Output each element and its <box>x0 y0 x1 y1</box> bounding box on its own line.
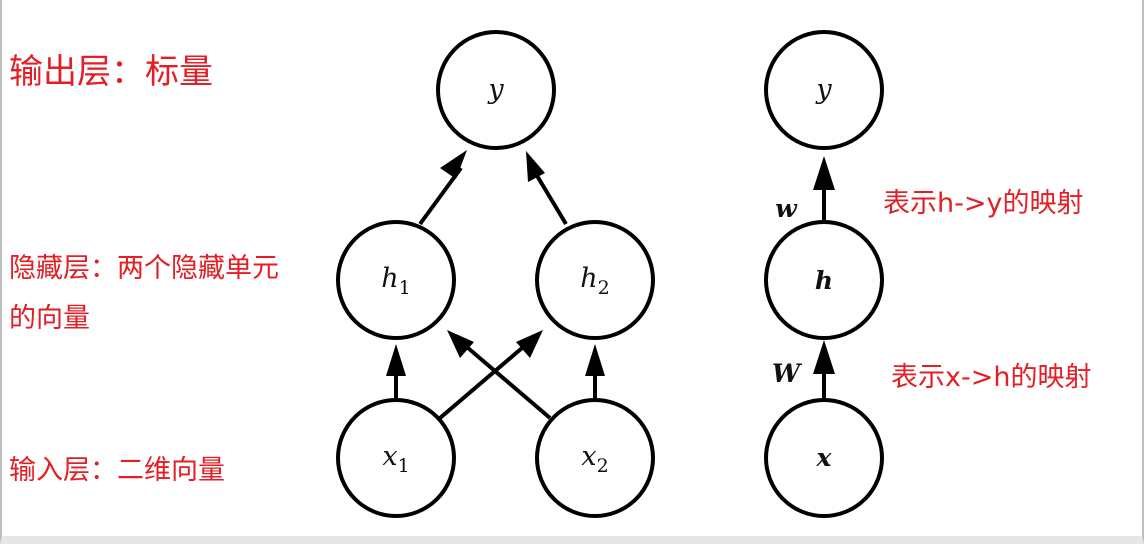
label-x-right: x <box>816 443 833 472</box>
edge-label-W: W <box>772 359 803 388</box>
label-x2: x2 <box>581 441 608 477</box>
arrowhead-x2-to-h1 <box>447 330 474 358</box>
arrowhead-x1-to-h2 <box>516 330 543 358</box>
node-x-right <box>764 398 884 518</box>
arrowhead-x2-to-h2 <box>585 344 605 376</box>
x-to-h-annotation: 表示x->h的映射 <box>891 362 1092 393</box>
arrowhead-h2-to-y <box>526 151 545 182</box>
output-layer-annotation: 输出层：标量 <box>9 52 213 92</box>
label-x1-base: x <box>382 441 397 472</box>
label-x2-base: x <box>581 441 596 472</box>
edge-x1-to-h2 <box>438 346 524 420</box>
hidden-layer-annotation-line1: 隐藏层：两个隐藏单元 <box>9 253 279 284</box>
arrowhead-h-to-y-right <box>813 156 835 190</box>
node-h1 <box>336 220 456 340</box>
arrowhead-x1-to-h1 <box>386 344 406 376</box>
label-h1: h1 <box>381 263 410 299</box>
input-layer-annotation: 输入层：二维向量 <box>9 455 225 486</box>
edge-h2-to-y <box>531 167 568 226</box>
hidden-layer-annotation-line2: 的向量 <box>9 303 90 334</box>
node-x1 <box>336 398 456 518</box>
arrowhead-h1-to-y <box>440 150 467 179</box>
edge-label-w: w <box>775 194 798 223</box>
label-h2: h2 <box>580 263 609 299</box>
label-h-right: h <box>815 266 833 295</box>
edge-x2-to-h1 <box>466 346 552 420</box>
node-h-right <box>764 220 884 340</box>
h-to-y-annotation: 表示h->y的映射 <box>883 188 1084 219</box>
arrowhead-x-to-h-right <box>813 340 835 374</box>
node-x2 <box>535 398 655 518</box>
label-h2-base: h <box>580 263 597 294</box>
label-h1-base: h <box>381 263 398 294</box>
node-y-right <box>764 30 884 150</box>
label-x1: x1 <box>382 441 409 477</box>
node-y-left <box>436 30 556 150</box>
label-y-right: y <box>815 74 832 105</box>
label-h2-sub: 2 <box>598 277 610 299</box>
label-x2-sub: 2 <box>597 455 609 477</box>
label-h1-sub: 1 <box>399 277 411 299</box>
label-x1-sub: 1 <box>398 455 410 477</box>
node-h2 <box>535 220 655 340</box>
label-y-left: y <box>487 74 504 105</box>
